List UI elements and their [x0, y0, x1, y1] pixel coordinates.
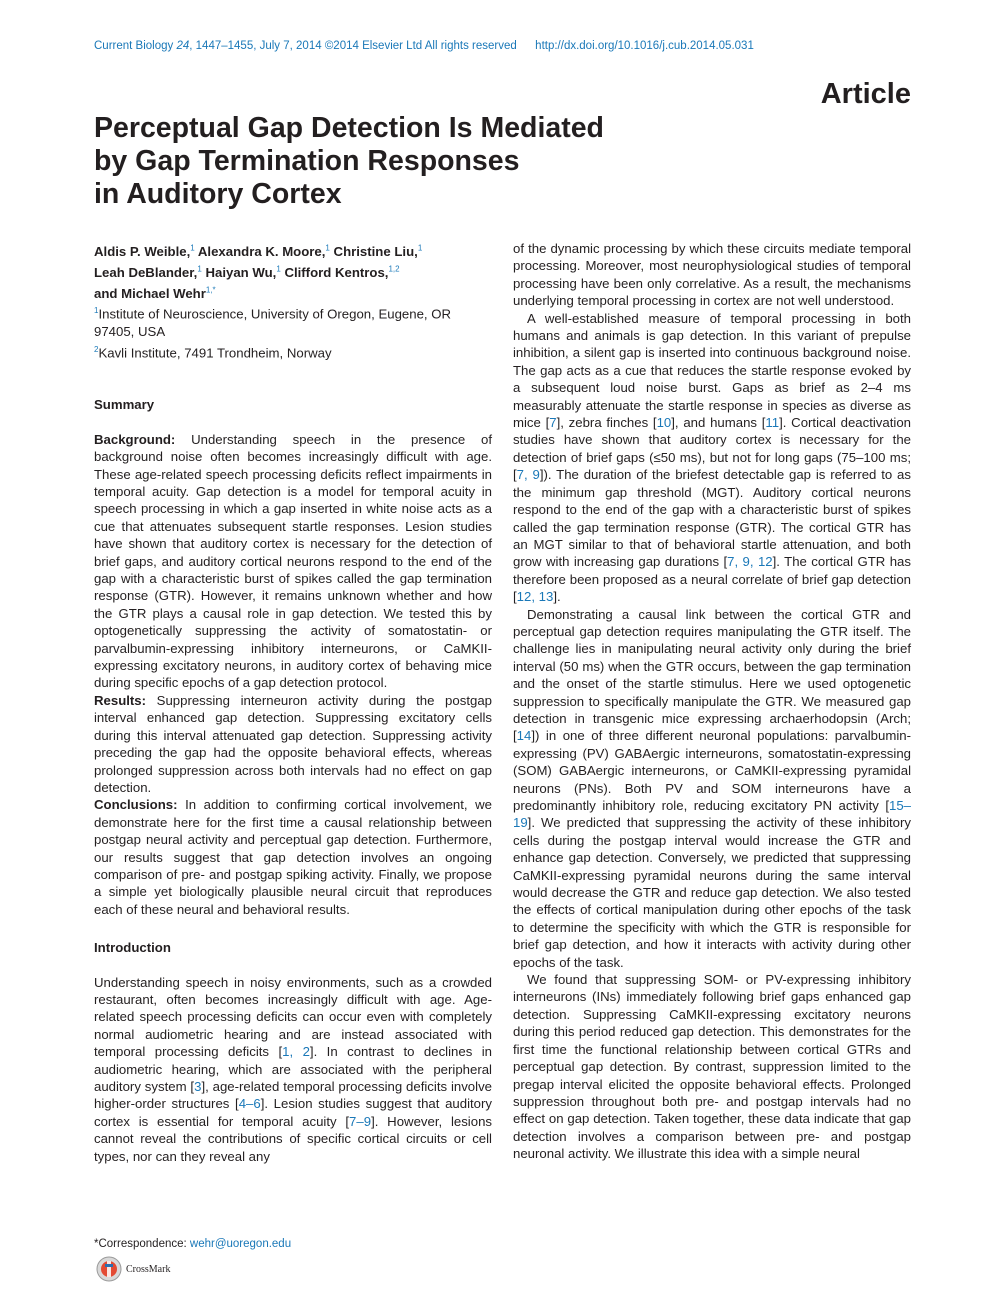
citation-link[interactable]: 7, 9 — [516, 467, 540, 483]
introduction-heading: Introduction — [94, 940, 171, 956]
title-line: by Gap Termination Responses — [94, 145, 520, 177]
doi-link[interactable]: http://dx.doi.org/10.1016/j.cub.2014.05.… — [535, 40, 754, 52]
journal-pages-date: 1447–1455, July 7, 2014 — [195, 40, 322, 52]
journal-volume: 24 — [176, 40, 190, 52]
citation-link[interactable]: 4–6 — [238, 1096, 261, 1112]
citation-link[interactable]: 10 — [656, 415, 672, 431]
affiliation: 2Kavli Institute, 7491 Trondheim, Norway — [94, 344, 332, 360]
citation-link[interactable]: 1, 2 — [282, 1044, 310, 1060]
article-type: Article — [820, 78, 911, 110]
crossmark-icon — [96, 1256, 122, 1282]
correspondence-email[interactable]: wehr@uoregon.edu — [189, 1238, 292, 1250]
author-list: Aldis P. Weible,1 Alexandra K. Moore,1 C… — [94, 240, 492, 302]
title-line: Perceptual Gap Detection Is Mediated — [94, 112, 604, 144]
summary-background: Background: Understanding speech in the … — [94, 431, 493, 691]
right-column: of the dynamic processing by which these… — [513, 240, 911, 1163]
author: Clifford Kentros,1,2 — [284, 264, 400, 281]
citation-link[interactable]: 11 — [765, 415, 780, 431]
citation-link[interactable]: 3 — [194, 1079, 202, 1095]
citation-link[interactable]: 15–19 — [513, 798, 911, 831]
author: Haiyan Wu,1 — [205, 264, 281, 281]
introduction-paragraph: Understanding speech in noisy environmen… — [94, 974, 493, 1164]
citation-link[interactable]: 7, 9, 12 — [727, 554, 773, 570]
author: and Michael Wehr1,* — [94, 285, 216, 301]
author: Aldis P. Weible,1 — [94, 244, 195, 260]
citation-link[interactable]: 14 — [516, 728, 532, 744]
crossmark-badge[interactable]: CrossMark — [96, 1256, 170, 1282]
author: Alexandra K. Moore,1 — [197, 244, 330, 260]
copyright: ©2014 Elsevier Ltd All rights reserved — [324, 40, 517, 52]
citation-link[interactable]: 7 — [549, 415, 557, 431]
correspondence: *Correspondence: wehr@uoregon.edu — [94, 1238, 291, 1250]
affiliation: 1Institute of Neuroscience, University o… — [94, 306, 452, 340]
body-paragraph: We found that suppressing SOM- or PV-exp… — [513, 972, 911, 1162]
crossmark-label: CrossMark — [126, 1263, 171, 1275]
summary-results: Results: Suppressing interneuron activit… — [94, 692, 492, 795]
body-paragraph: of the dynamic processing by which these… — [513, 241, 911, 309]
citation-link[interactable]: 12, 13 — [516, 589, 554, 605]
journal-name: Current Biology — [94, 40, 174, 52]
summary-heading: Summary — [94, 397, 155, 413]
body-paragraph: A well-established measure of temporal p… — [513, 310, 911, 605]
author: Leah DeBlander,1 — [94, 264, 202, 281]
correspondence-label: *Correspondence: — [94, 1238, 187, 1250]
paper-title: Perceptual Gap Detection Is Mediated by … — [94, 112, 694, 211]
citation-link[interactable]: 7–9 — [349, 1113, 372, 1129]
title-line: in Auditory Cortex — [94, 178, 342, 210]
summary-conclusions: Conclusions: In addition to confirming c… — [94, 797, 492, 917]
left-column: Aldis P. Weible,1 Alexandra K. Moore,1 C… — [94, 240, 492, 1165]
author: Christine Liu,1 — [333, 244, 423, 260]
journal-header: Current Biology 24, 1447–1455, July 7, 2… — [94, 40, 754, 52]
body-paragraph: Demonstrating a causal link between the … — [513, 606, 911, 970]
